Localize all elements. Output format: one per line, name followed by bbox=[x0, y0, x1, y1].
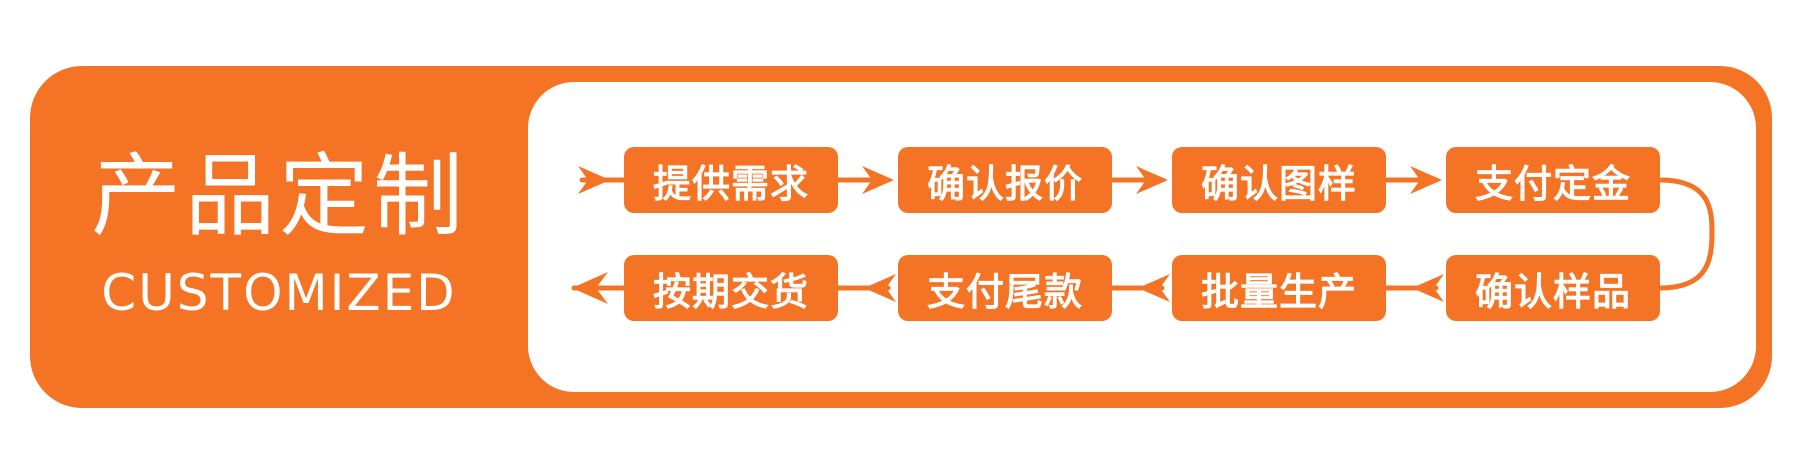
step-provide-requirements: 提供需求 bbox=[624, 147, 838, 213]
step-confirm-design: 确认图样 bbox=[1172, 147, 1386, 213]
title-english: CUSTOMIZED bbox=[101, 264, 457, 322]
step-pay-deposit: 支付定金 bbox=[1446, 147, 1660, 213]
title-chinese: 产品定制 bbox=[91, 144, 467, 249]
title-block: 产品定制 CUSTOMIZED bbox=[30, 66, 528, 408]
step-mass-production: 批量生产 bbox=[1172, 255, 1386, 321]
step-confirm-quote: 确认报价 bbox=[898, 147, 1112, 213]
step-confirm-sample: 确认样品 bbox=[1446, 255, 1660, 321]
step-pay-balance: 支付尾款 bbox=[898, 255, 1112, 321]
process-panel bbox=[528, 82, 1756, 392]
step-deliver-on-schedule: 按期交货 bbox=[624, 255, 838, 321]
